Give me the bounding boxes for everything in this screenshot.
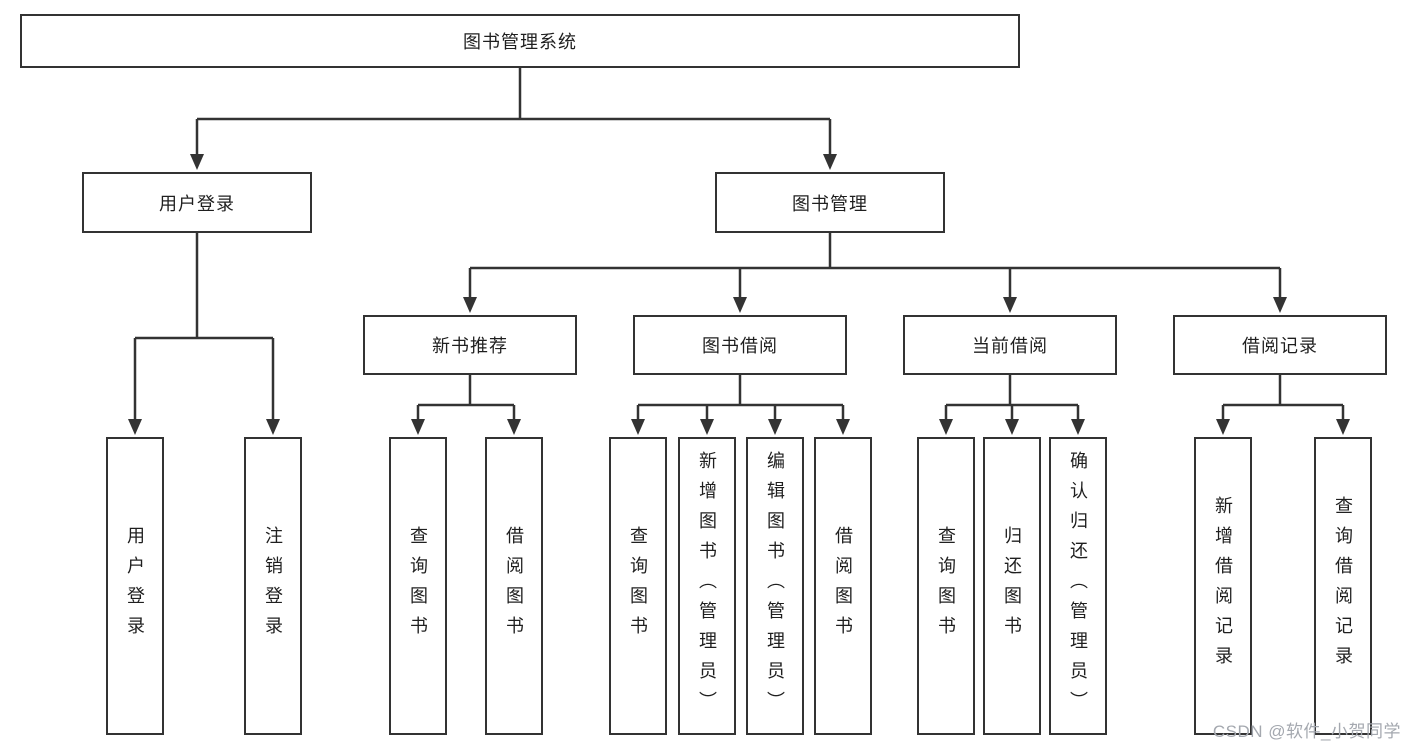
leaf-logout: 注销登录 xyxy=(244,437,302,735)
leaf-edit-book-admin: 编辑图书（管理员） xyxy=(746,437,804,735)
arrow-down-icon xyxy=(1003,297,1017,313)
arrow-down-icon xyxy=(411,419,425,435)
node-user-login: 用户登录 xyxy=(82,172,312,233)
leaf-user-login: 用户登录 xyxy=(106,437,164,735)
arrow-down-icon xyxy=(1273,297,1287,313)
node-current-borrow: 当前借阅 xyxy=(903,315,1117,375)
connector-lines xyxy=(133,68,1345,431)
leaf-query-books-current: 查询图书 xyxy=(917,437,975,735)
arrow-down-icon xyxy=(939,419,953,435)
arrow-down-icon xyxy=(1071,419,1085,435)
leaf-confirm-return-admin: 确认归还（管理员） xyxy=(1049,437,1107,735)
node-new-book-recommend: 新书推荐 xyxy=(363,315,577,375)
arrow-down-icon xyxy=(507,419,521,435)
leaf-borrow-books: 借阅图书 xyxy=(814,437,872,735)
arrow-down-icon xyxy=(1336,419,1350,435)
arrow-down-icon xyxy=(190,154,204,170)
leaf-query-books-recommend: 查询图书 xyxy=(389,437,447,735)
leaf-return-books: 归还图书 xyxy=(983,437,1041,735)
node-book-borrow: 图书借阅 xyxy=(633,315,847,375)
node-root-library-system: 图书管理系统 xyxy=(20,14,1020,68)
arrow-down-icon xyxy=(1005,419,1019,435)
watermark: CSDN @软件_小贺同学 xyxy=(1212,722,1401,741)
arrow-down-icon xyxy=(733,297,747,313)
leaf-borrow-books-recommend: 借阅图书 xyxy=(485,437,543,735)
arrow-down-icon xyxy=(836,419,850,435)
arrow-down-icon xyxy=(823,154,837,170)
arrow-down-icon xyxy=(128,419,142,435)
leaf-add-book-admin: 新增图书（管理员） xyxy=(678,437,736,735)
leaf-query-books-borrow: 查询图书 xyxy=(609,437,667,735)
node-book-management: 图书管理 xyxy=(715,172,945,233)
leaf-add-borrow-record: 新增借阅记录 xyxy=(1194,437,1252,735)
arrow-down-icon xyxy=(1216,419,1230,435)
leaf-query-borrow-record: 查询借阅记录 xyxy=(1314,437,1372,735)
arrow-down-icon xyxy=(266,419,280,435)
arrow-down-icon xyxy=(463,297,477,313)
arrow-down-icon xyxy=(700,419,714,435)
arrow-down-icon xyxy=(768,419,782,435)
node-borrow-records: 借阅记录 xyxy=(1173,315,1387,375)
arrow-down-icon xyxy=(631,419,645,435)
